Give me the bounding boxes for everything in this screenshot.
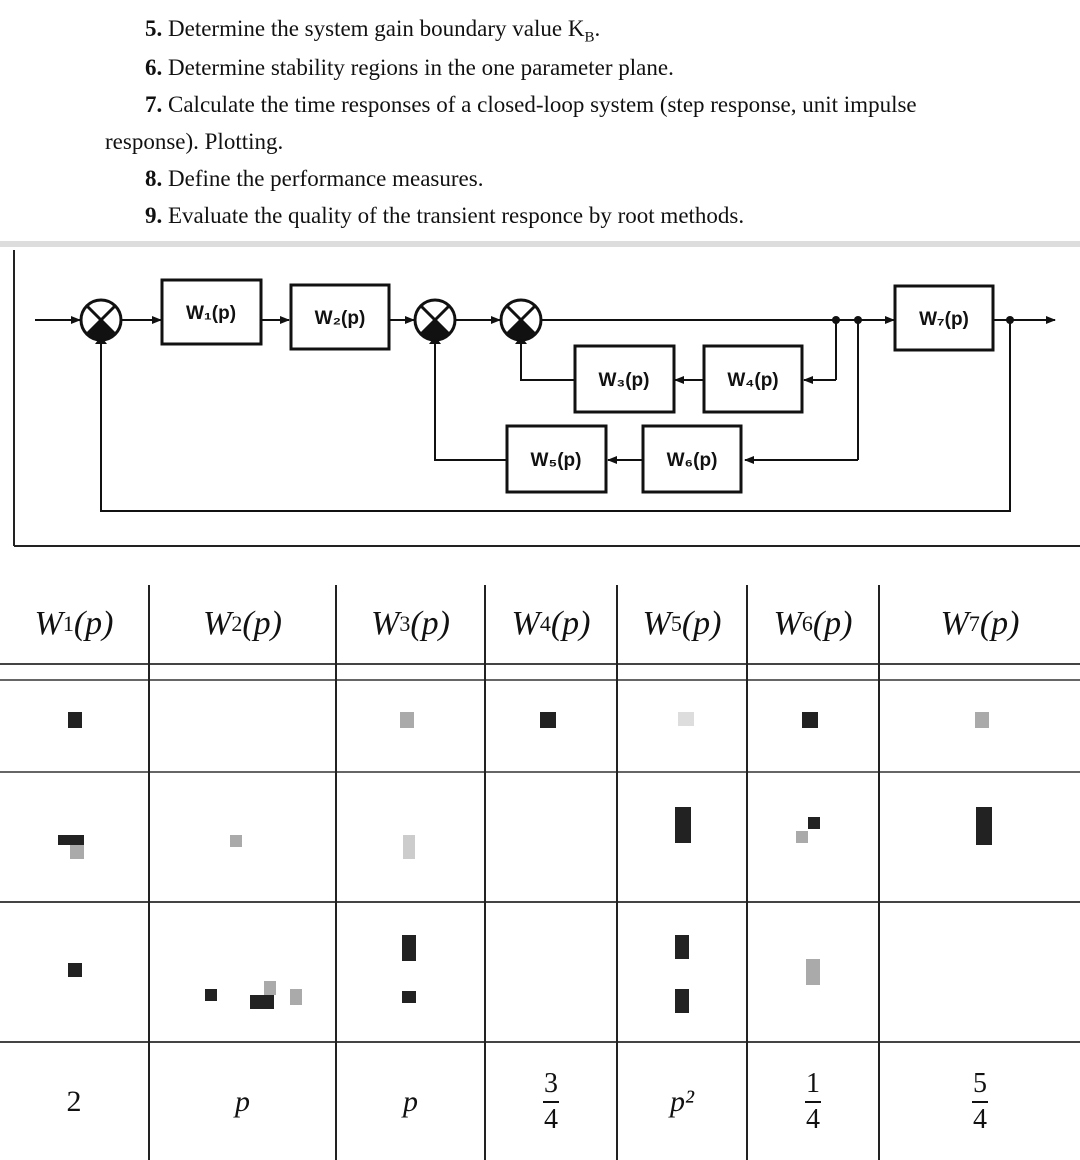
cell-w3-value: p	[403, 1084, 418, 1118]
task-7: 7. Calculate the time responses of a clo…	[145, 92, 917, 117]
block-w7	[893, 284, 995, 352]
task-9: 9. Evaluate the quality of the transient…	[145, 203, 745, 228]
task-list: 5. Determine the system gain boundary va…	[0, 0, 1080, 245]
summing-junction-2	[413, 298, 457, 342]
block-w3-label: W₃(p)	[599, 370, 650, 391]
block-w5	[505, 424, 608, 494]
cell-w5-value: p²	[670, 1084, 694, 1118]
table-row	[0, 903, 1080, 1041]
block-diagram: W₁(p) W₂(p) W₃(p) W₄(p) W₅(p) W₆(p) W₇(p…	[0, 240, 1080, 552]
summing-junction-3	[499, 298, 543, 342]
block-w4-label: W₄(p)	[727, 370, 778, 391]
block-w3	[573, 344, 676, 414]
block-w5-label: W₅(p)	[531, 450, 582, 471]
block-w2-label: W₂(p)	[315, 308, 366, 329]
block-diagram-svg: W₁(p) W₂(p) W₃(p) W₄(p) W₅(p) W₆(p) W₇(p…	[0, 240, 1080, 552]
cell-w1-value: 2	[66, 1084, 82, 1118]
task-8: 8. Define the performance measures.	[145, 166, 484, 191]
summing-junction-1	[79, 298, 123, 342]
block-w1-label: W₁(p)	[186, 303, 236, 324]
block-w4	[702, 344, 804, 414]
table-row	[0, 1043, 1080, 1160]
task-7-continued: response). Plotting.	[105, 129, 284, 154]
block-w1	[160, 278, 263, 346]
task-6: 6. Determine stability regions in the on…	[145, 55, 674, 80]
task-5: 5. Determine the system gain boundary va…	[145, 16, 601, 46]
table-row	[0, 773, 1080, 901]
block-w6	[641, 424, 743, 494]
block-w7-label: W₇(p)	[919, 309, 969, 330]
table-row	[0, 665, 1080, 679]
block-w6-label: W₆(p)	[667, 450, 718, 471]
block-w2	[289, 283, 391, 351]
cell-w2-value: p	[235, 1084, 250, 1118]
